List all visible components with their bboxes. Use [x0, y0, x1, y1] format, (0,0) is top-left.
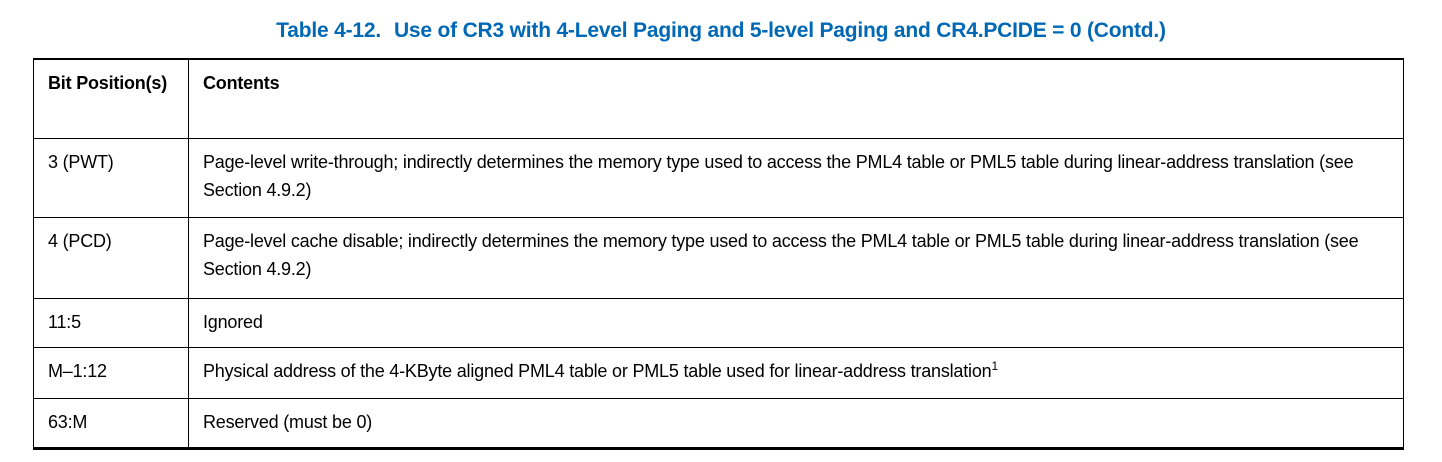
bit-position-cell: M–1:12 [33, 346, 189, 399]
contents-cell: Reserved (must be 0) [188, 397, 1404, 449]
header-cell-bit-positions: Bit Position(s) [33, 58, 189, 139]
bit-position-cell: 63:M [33, 397, 189, 449]
table-row-reserved: 63:M Reserved (must be 0) [33, 397, 1404, 449]
footnote-ref: 1 [991, 358, 999, 373]
table-caption: Table 4-12. Use of CR3 with 4-Level Pagin… [0, 19, 1442, 43]
table-header-row: Bit Position(s) Contents [33, 58, 1404, 139]
contents-text: Physical address of the 4-KByte aligned … [203, 360, 992, 381]
contents-cell: Physical address of the 4-KByte aligned … [188, 346, 1404, 399]
bit-position-cell: 11:5 [33, 297, 189, 348]
table-caption-title: Use of CR3 with 4-Level Paging and 5-lev… [393, 19, 1166, 42]
contents-cell: Ignored [188, 297, 1404, 348]
table-caption-number: Table 4-12. [276, 19, 381, 42]
table-row-pcd: 4 (PCD) Page-level cache disable; indire… [33, 216, 1404, 299]
table-row-pwt: 3 (PWT) Page-level write-through; indire… [33, 137, 1404, 218]
bit-position-cell: 4 (PCD) [33, 216, 189, 299]
contents-cell: Page-level cache disable; indirectly det… [188, 216, 1404, 299]
table-row-ignored: 11:5 Ignored [33, 297, 1404, 348]
contents-cell: Page-level write-through; indirectly det… [188, 137, 1404, 218]
table-row-physical-address: M–1:12 Physical address of the 4-KByte a… [33, 346, 1404, 399]
bit-position-cell: 3 (PWT) [33, 137, 189, 218]
cr3-paging-table: Bit Position(s) Contents 3 (PWT) Page-le… [33, 58, 1404, 450]
header-cell-contents: Contents [188, 58, 1404, 139]
